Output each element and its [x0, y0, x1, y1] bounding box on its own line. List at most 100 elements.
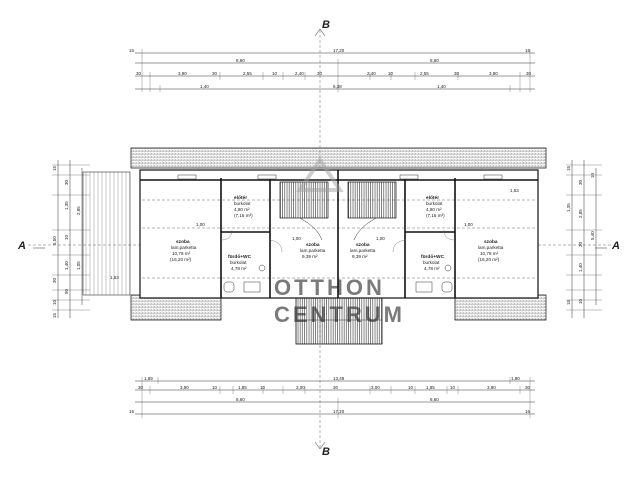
dim-label: 30: [454, 71, 460, 76]
dim-label: 1,35: [566, 203, 571, 212]
dim-label: 15: [129, 409, 135, 414]
stair-right: [347, 181, 397, 241]
dim-label: 30: [136, 71, 142, 76]
room-labels: előtér burkolat 4,80 m² (7,16 m²) előtér…: [170, 195, 504, 271]
room-bedroom-left: szoba lam.parketta 10,78 m² (16,20 m²): [170, 239, 197, 262]
svg-text:lam.parketta: lam.parketta: [350, 248, 376, 253]
left-overhang: [82, 171, 131, 296]
svg-text:burkolat: burkolat: [423, 260, 440, 265]
dim-label: 10: [450, 385, 456, 390]
dim-label: 3,90: [180, 385, 189, 390]
room-bedroom-mid-left: szoba lam.parketta 9,39 m²: [300, 242, 326, 259]
svg-text:burkolat: burkolat: [426, 201, 443, 206]
building: [82, 147, 547, 345]
door-tag: 1,00: [464, 222, 473, 227]
entrance-steps: [295, 297, 383, 345]
dim-label: 30: [526, 71, 532, 76]
level-tag: 1,53: [510, 188, 519, 193]
svg-text:szoba: szoba: [176, 239, 190, 245]
dimension-chain-right: 15 30 10 2,85 5,40 1,35 30 1,40 15 10: [566, 160, 602, 318]
svg-text:lam.parketta: lam.parketta: [300, 248, 326, 253]
svg-text:előtér: előtér: [234, 195, 247, 201]
dim-label: 30: [212, 71, 218, 76]
watermark-line2: CENTRUM: [274, 302, 405, 327]
dim-label: 30: [578, 179, 583, 185]
door-tag: 1,00: [196, 222, 205, 227]
dim-label: 17,20: [333, 48, 345, 53]
roof-eave-bottom-right: [454, 294, 547, 321]
svg-text:burkolat: burkolat: [230, 260, 247, 265]
dim-label: 13,49: [333, 376, 345, 381]
dim-label: 30: [333, 385, 339, 390]
dimension-chains-top: 15 17,20 15 8,60 8,60 30 3,90 30 2,55 10…: [129, 48, 535, 92]
dim-label: 15: [566, 299, 571, 305]
shower-icon: [243, 281, 261, 293]
section-mark-b-top: B: [322, 19, 330, 31]
roof-eave-bottom-left: [130, 294, 222, 321]
room-hall-left: előtér burkolat 4,80 m² (7,16 m²): [234, 195, 253, 218]
svg-text:10,78 m²: 10,78 m²: [480, 251, 499, 256]
svg-text:9,39 m²: 9,39 m²: [352, 254, 368, 259]
dim-label: 50: [64, 288, 69, 294]
room-bedroom-right: szoba lam.parketta 10,78 m² (16,20 m²): [478, 239, 504, 262]
svg-text:(16,20 m²): (16,20 m²): [478, 257, 500, 262]
section-mark-b-bottom: B: [322, 446, 330, 458]
dim-label: 2,55: [420, 71, 429, 76]
section-mark-a-right: A: [611, 240, 620, 252]
dim-label: 30: [52, 277, 57, 283]
dim-label: 2,85: [578, 209, 583, 218]
svg-text:4,80 m²: 4,80 m²: [234, 207, 250, 212]
svg-text:fürdő+WC: fürdő+WC: [228, 254, 252, 260]
roof-eave-top: [130, 147, 547, 169]
sink-icon: [444, 264, 452, 272]
dimension-chain-left: 15 30 1,35 2,85 5,50 10 1,40 30 1,05 50 …: [52, 160, 90, 318]
dim-label: 15: [52, 165, 57, 171]
svg-text:fürdő+WC: fürdő+WC: [421, 254, 445, 260]
dim-label: 3,90: [489, 71, 498, 76]
svg-text:(7,16 m²): (7,16 m²): [426, 213, 445, 218]
svg-text:10,78 m²: 10,78 m²: [172, 251, 191, 256]
dim-label: 2,40: [367, 71, 376, 76]
dim-label: 30: [525, 385, 531, 390]
dim-label: 30: [578, 241, 583, 247]
dim-label: 15: [525, 48, 531, 53]
dim-label: 15: [129, 48, 135, 53]
dim-label: 10: [52, 299, 57, 305]
dim-label: 30: [317, 71, 323, 76]
svg-text:burkolat: burkolat: [234, 201, 251, 206]
room-bath-right: fürdő+WC burkolat 4,78 m²: [421, 254, 445, 271]
bath-fixtures: [223, 264, 453, 293]
dim-label: 1,40: [437, 84, 446, 89]
dim-label: 1,40: [200, 84, 209, 89]
dim-label: 2,55: [243, 71, 252, 76]
toilet-icon: [223, 281, 235, 293]
dim-label: 10: [64, 234, 69, 240]
room-bedroom-mid-right: szoba lam.parketta 9,39 m²: [350, 242, 376, 259]
svg-text:4,78 m²: 4,78 m²: [231, 266, 247, 271]
dim-label: 3,90: [178, 71, 187, 76]
level-tag: 1,53: [110, 275, 119, 280]
dim-label: 17,20: [333, 409, 345, 414]
dim-label: 1,85: [426, 385, 435, 390]
small-tags: 1,53 1,53 1,00 1,00 1,00 1,00: [110, 188, 519, 280]
svg-text:(7,16 m²): (7,16 m²): [234, 213, 253, 218]
svg-text:4,78 m²: 4,78 m²: [424, 266, 440, 271]
dim-label: 6,38: [333, 84, 342, 89]
dim-label: 8,60: [236, 397, 245, 402]
dim-label: 1,40: [64, 261, 69, 270]
svg-text:(16,20 m²): (16,20 m²): [170, 257, 192, 262]
dim-label: 5,40: [590, 231, 595, 240]
roof-windows: [177, 174, 503, 180]
dim-label: 10: [212, 385, 218, 390]
svg-text:lam.parketta: lam.parketta: [478, 245, 504, 250]
dim-label: 15: [52, 312, 57, 318]
dim-label: 30: [64, 179, 69, 185]
svg-text:szoba: szoba: [356, 242, 370, 248]
svg-text:9,39 m²: 9,39 m²: [302, 254, 318, 259]
dim-label: 1,85: [238, 385, 247, 390]
door-swings: [220, 229, 456, 253]
dim-label: 3,90: [487, 385, 496, 390]
dim-label: 5,50: [52, 236, 57, 245]
dim-label: 1,35: [64, 201, 69, 210]
